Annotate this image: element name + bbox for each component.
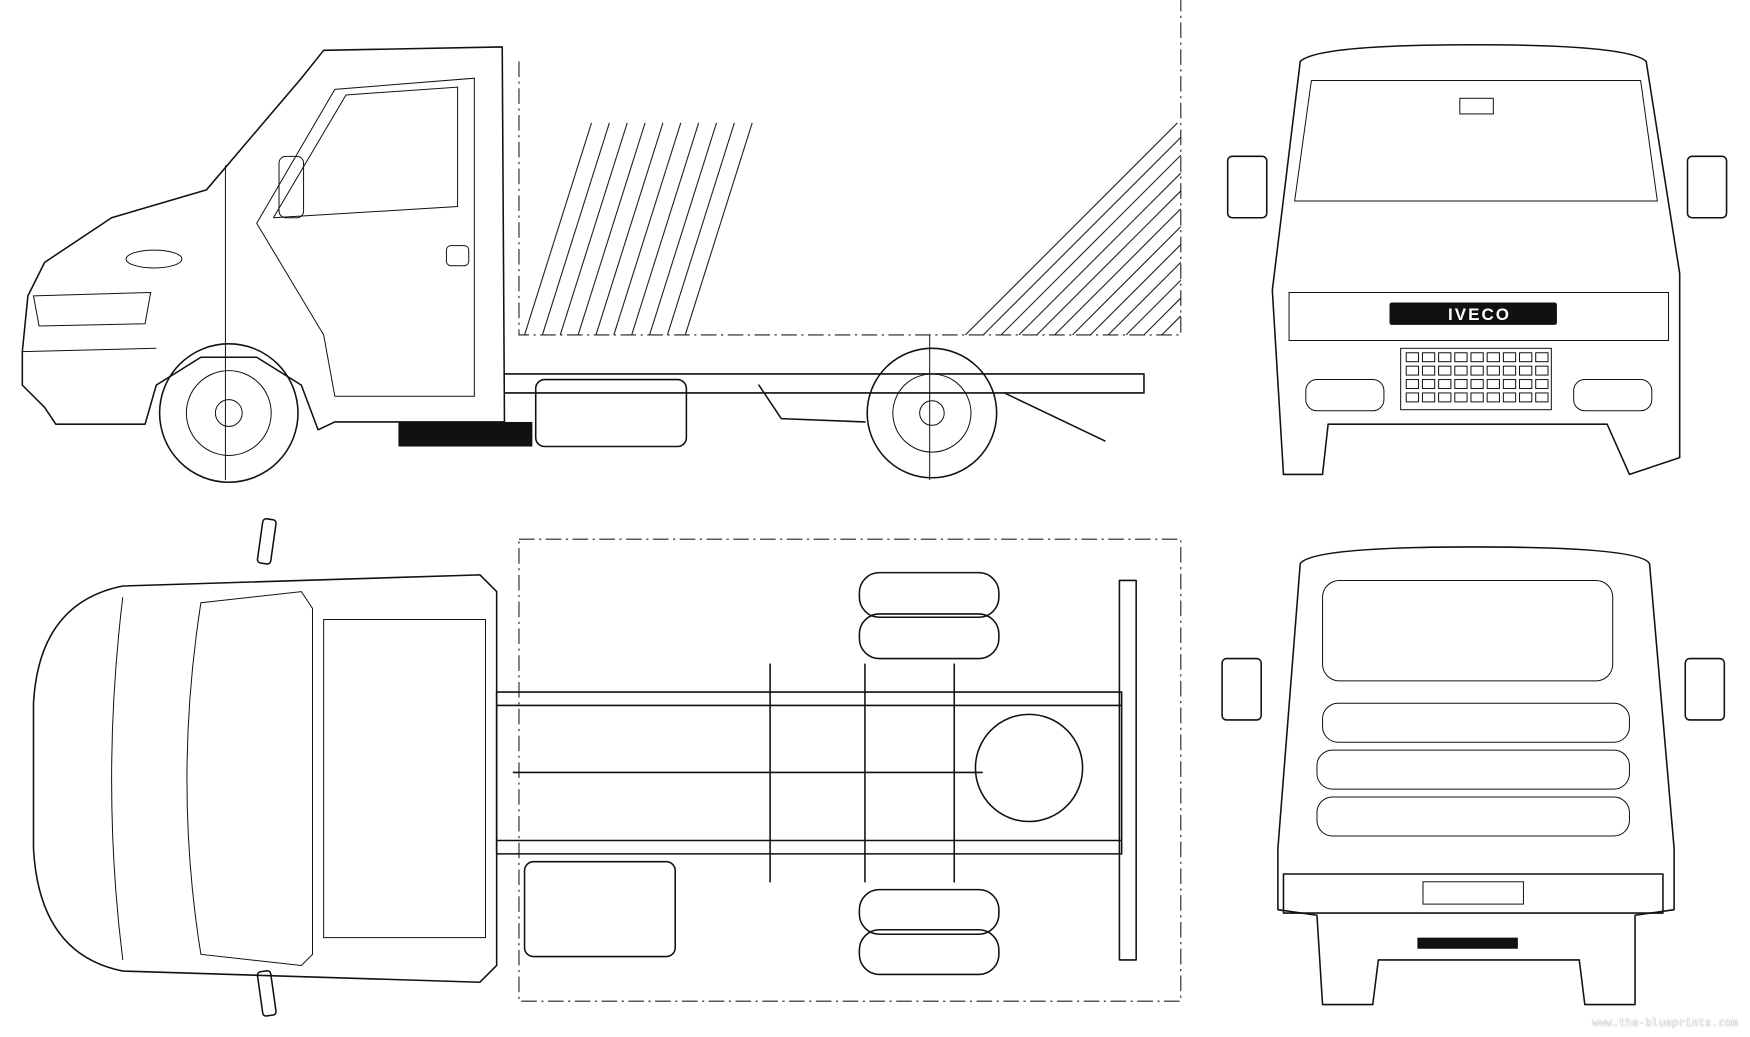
hatch-line (1107, 261, 1182, 336)
grille-slot (1438, 392, 1452, 403)
grille-slot (1405, 365, 1420, 376)
grille-slot (1421, 379, 1436, 389)
side-view (21, 0, 1182, 484)
grille-slot (1519, 379, 1533, 389)
grille-slot (1438, 352, 1452, 363)
grille-slot (1486, 365, 1500, 376)
hatch-line (524, 122, 593, 336)
grille-slot (1486, 352, 1500, 363)
grille-slot (1421, 365, 1436, 376)
hatch-line (1000, 154, 1182, 336)
grille-slot (1502, 365, 1517, 376)
hatch-line (631, 122, 700, 336)
grille-slot (1486, 392, 1500, 403)
hatch-line (1125, 279, 1182, 336)
hatch-line (1090, 244, 1182, 336)
grille-slot (1405, 379, 1420, 389)
hatch-line (649, 122, 718, 336)
grille-slot (1535, 365, 1549, 376)
hatch-line (1054, 208, 1182, 336)
hatch-line (1036, 190, 1182, 336)
grille-slot (1502, 352, 1517, 363)
hatch-line (1143, 297, 1182, 336)
hatch-line (541, 122, 610, 336)
grille (1405, 352, 1549, 403)
hatch-line (1018, 172, 1182, 336)
hatch-line (559, 122, 628, 336)
grille-slot (1470, 392, 1484, 403)
cargo-hatching (524, 122, 1182, 336)
hatch-line (595, 122, 664, 336)
grille-slot (1519, 365, 1533, 376)
grille-slot (1421, 352, 1436, 363)
grille-slot (1405, 392, 1420, 403)
watermark: www.the-blueprints.com (1592, 1016, 1738, 1029)
grille-slot (1535, 379, 1549, 389)
hatch-line (577, 122, 646, 336)
grille-slot (1502, 379, 1517, 389)
grille-slot (1438, 379, 1452, 389)
grille-slot (1470, 352, 1484, 363)
grille-slot (1438, 365, 1452, 376)
hatch-line (666, 122, 735, 336)
grille-slot (1535, 392, 1549, 403)
front-view (1226, 43, 1728, 476)
grille-slot (1405, 352, 1420, 363)
grille-slot (1535, 352, 1549, 363)
hatch-line (684, 122, 753, 336)
grille-slot (1470, 365, 1484, 376)
grille-slot (1519, 392, 1533, 403)
grille-slot (1454, 392, 1468, 403)
grille-slot (1421, 392, 1436, 403)
hatch-line (1072, 226, 1182, 336)
hatch-line (613, 122, 682, 336)
grille-slot (1454, 379, 1468, 389)
grille-slot (1502, 392, 1517, 403)
top-view (32, 517, 1182, 1017)
iveco-grille-logo: IVECO (1448, 305, 1511, 324)
grille-slot (1454, 365, 1468, 376)
hatch-line (965, 122, 1178, 336)
grille-slot (1519, 352, 1533, 363)
grille-slot (1454, 352, 1468, 363)
grille-slot (1486, 379, 1500, 389)
grille-slot (1470, 379, 1484, 389)
hatch-line (982, 136, 1182, 336)
hatch-line (1161, 315, 1182, 336)
rear-view (1221, 546, 1726, 1006)
